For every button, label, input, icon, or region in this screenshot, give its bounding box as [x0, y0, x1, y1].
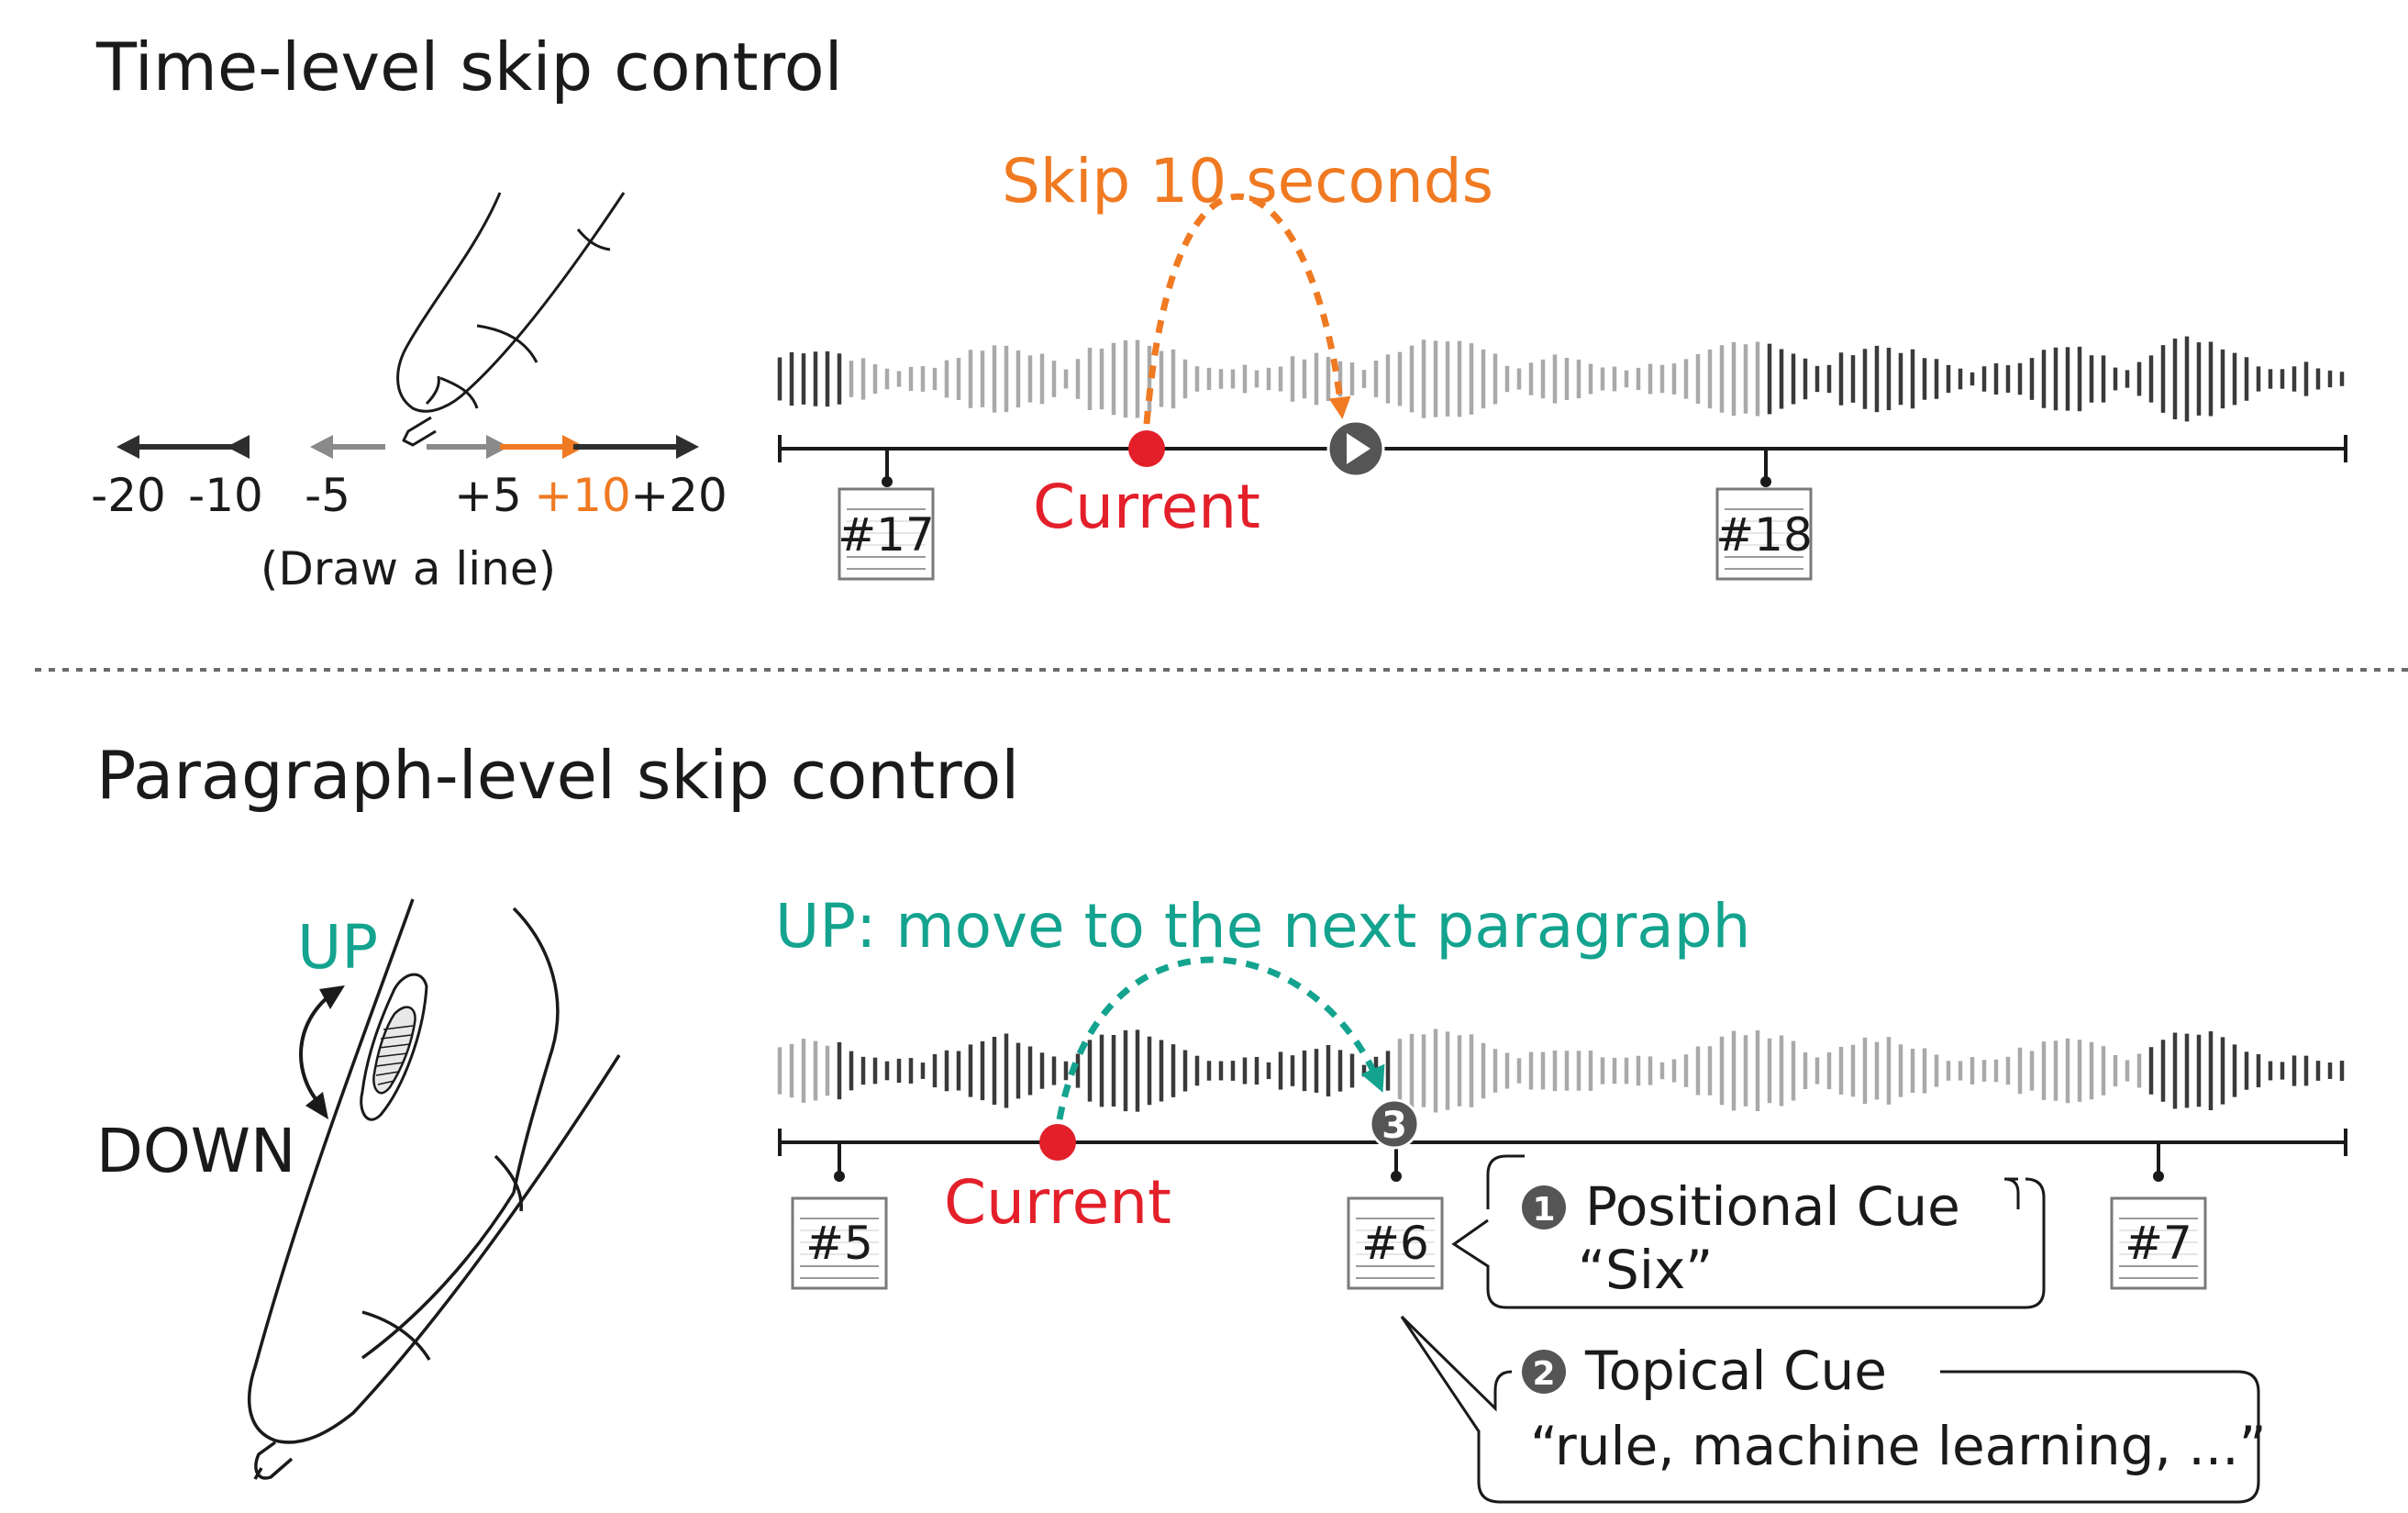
marker-doc-7[interactable]: #7 [2110, 1196, 2207, 1290]
marker-doc-18[interactable]: #18 [1715, 487, 1813, 581]
marker-doc-5[interactable]: #5 [791, 1196, 888, 1290]
time-title: Time-level skip control [95, 28, 843, 106]
arrow-minus-10 [227, 435, 250, 459]
paragraph-badge: 3 [1369, 1098, 1420, 1150]
pen-icon [248, 898, 621, 1480]
cue1-title: Positional Cue [1585, 1175, 1960, 1238]
skip-label: Skip 10 seconds [1002, 146, 1493, 217]
marker-label-18: #18 [1715, 508, 1813, 562]
cue1-text: “Six” [1578, 1239, 1713, 1301]
current-label-top: Current [1033, 472, 1260, 542]
marker-label-7: #7 [2125, 1217, 2192, 1270]
current-dot-bottom [1039, 1124, 1076, 1161]
cue2-title: Topical Cue [1584, 1340, 1887, 1402]
marker-label-6: #6 [1361, 1217, 1429, 1270]
label-minus-5: -5 [305, 469, 350, 522]
up-label: UP [297, 912, 378, 983]
cue2-text: “rule, machine learning, ...” [1530, 1415, 2267, 1477]
arrow-plus-10 [500, 435, 585, 459]
paragraph-title: Paragraph-level skip control [96, 737, 1019, 814]
marker-label-17: #17 [838, 508, 935, 562]
label-plus-20: +20 [630, 469, 727, 522]
cue1-number: 1 [1532, 1191, 1555, 1229]
label-plus-10: +10 [534, 469, 631, 522]
topical-cue-callout: 2 Topical Cue “rule, machine learning, .… [1400, 1315, 2267, 1504]
label-plus-5: +5 [454, 469, 522, 522]
label-minus-10: -10 [188, 469, 263, 522]
label-minus-20: -20 [91, 469, 166, 522]
current-label-bottom: Current [944, 1167, 1171, 1238]
arrow-plus-5 [427, 435, 509, 459]
current-dot-top [1128, 430, 1165, 467]
play-icon[interactable] [1326, 419, 1385, 478]
paragraph-skip-arc [1056, 956, 1385, 1120]
waveform-bottom [777, 1029, 2345, 1113]
draw-hint: (Draw a line) [261, 542, 556, 595]
marker-label-5: #5 [805, 1217, 873, 1270]
scroll-wheel-icon[interactable] [360, 973, 428, 1121]
cue2-number: 2 [1532, 1355, 1555, 1393]
marker-doc-17[interactable]: #17 [838, 487, 935, 581]
arrow-minus-20 [117, 435, 237, 459]
timeline-top [778, 435, 2347, 487]
positional-cue-callout: 1 Positional Cue “Six” [1451, 1154, 2046, 1309]
up-description: UP: move to the next paragraph [775, 891, 1750, 962]
arrow-minus-5 [310, 435, 385, 459]
arrow-plus-20 [573, 435, 699, 459]
svg-text:3: 3 [1382, 1105, 1407, 1147]
scroll-direction-arrow [299, 992, 334, 1107]
down-label: DOWN [96, 1116, 295, 1186]
waveform-top [777, 336, 2345, 422]
marker-doc-6[interactable]: #6 [1347, 1196, 1444, 1290]
skip-arc [1143, 193, 1351, 425]
pen-icon [396, 192, 626, 447]
